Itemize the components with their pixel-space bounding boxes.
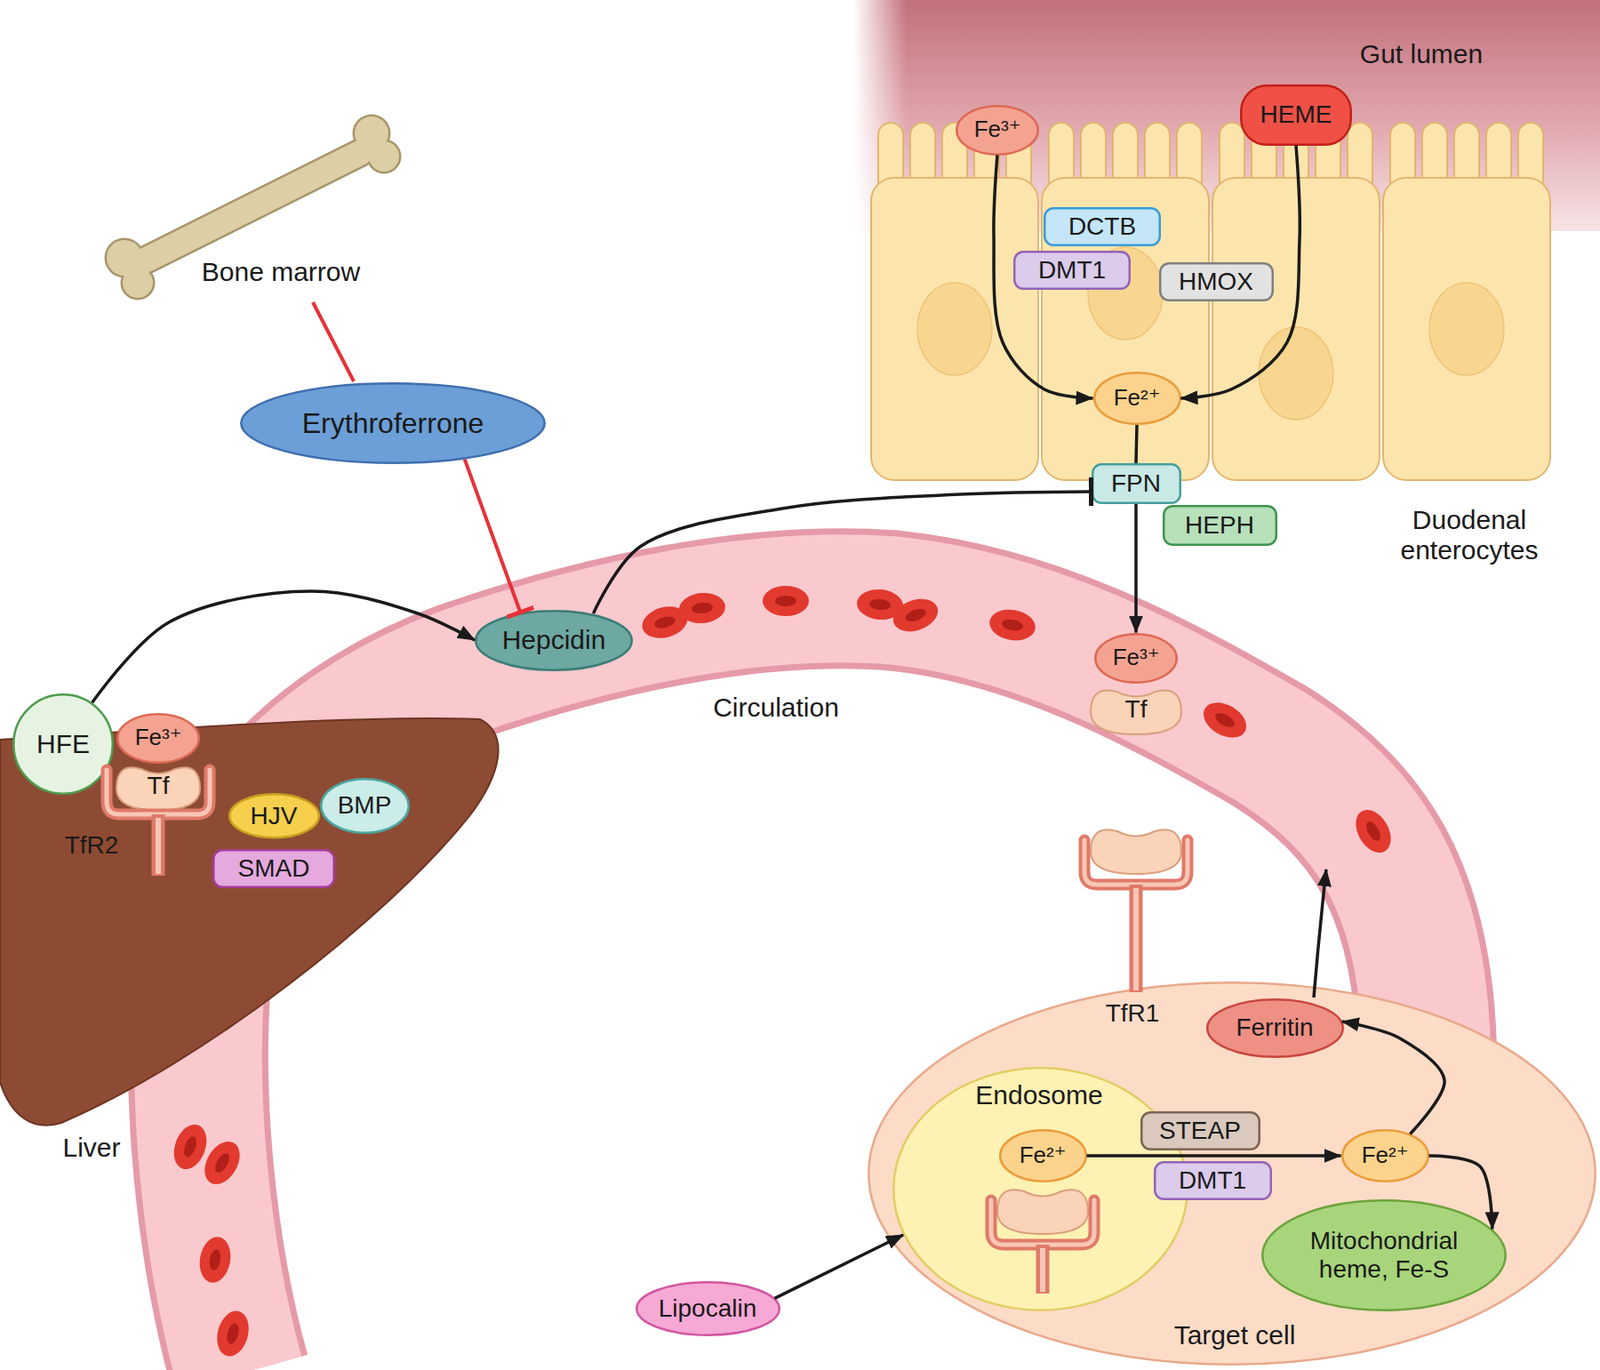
- protein-ellipse: HJV: [228, 792, 320, 839]
- enterocyte: [1041, 122, 1209, 480]
- ferritin-ellipse: Ferritin: [1206, 998, 1344, 1058]
- connector: [1136, 424, 1137, 464]
- node-text: Fe²⁺: [1361, 1142, 1409, 1169]
- connector: [775, 1234, 904, 1298]
- cell-outline: Fe²⁺ EndosomeSTEAP DMT1 FerritinFe²⁺ Mitocho…: [867, 981, 1597, 1366]
- node-text: Ferritin: [1235, 1013, 1313, 1042]
- region-label: TfR1: [1105, 999, 1160, 1028]
- inhibition-line: [312, 302, 354, 382]
- node-text: Hepcidin: [502, 624, 607, 656]
- node-text: HEME: [1260, 100, 1333, 129]
- protein-box: DMT1: [1153, 1160, 1272, 1200]
- node-text: Tf: [147, 771, 170, 800]
- node-text: Fe³⁺: [974, 116, 1022, 144]
- region-label: Duodenal enterocytes: [1371, 504, 1568, 567]
- protein-box: SMAD: [212, 848, 336, 888]
- label-box: Gut lumen: [1360, 39, 1483, 71]
- connector: [464, 459, 521, 613]
- node-text: Fe²⁺: [1019, 1142, 1067, 1169]
- node-text: Lipocalin: [658, 1294, 758, 1323]
- protein-box: FPN: [1091, 463, 1182, 504]
- region-label: TfR2: [64, 831, 120, 860]
- node-text: FPN: [1111, 469, 1161, 498]
- protein-box: HMOX: [1159, 262, 1274, 302]
- node-text: DCTB: [1068, 212, 1136, 241]
- node-text: Erythroferrone: [302, 407, 485, 440]
- transferrin: Tf: [1089, 683, 1183, 736]
- connector: [1134, 504, 1138, 633]
- bone: [104, 114, 402, 301]
- connector: [1342, 1021, 1445, 1134]
- label-box: TfR2: [64, 831, 120, 860]
- connector: [92, 591, 475, 703]
- node-text: HEPH: [1184, 511, 1255, 540]
- iron-ion: Fe²⁺: [1341, 1128, 1430, 1183]
- iron-ion: Fe³⁺: [116, 712, 200, 764]
- protein-box: DCTB: [1043, 207, 1161, 247]
- hormone-ellipse: Erythroferrone: [240, 382, 546, 464]
- receptor: [991, 1189, 1095, 1294]
- heme-molecule: HEME: [1240, 84, 1352, 146]
- node-text: Target cell: [1173, 1320, 1297, 1352]
- node-text: STEAP: [1159, 1116, 1241, 1145]
- node-text: HFE: [36, 728, 90, 760]
- enterocyte: [871, 122, 1039, 480]
- label-box: Bone marrow: [201, 256, 360, 288]
- receptor: [106, 769, 210, 876]
- connector: [1181, 145, 1301, 400]
- node-text: HMOX: [1178, 267, 1254, 296]
- region-label: Circulation: [712, 692, 840, 724]
- receptor: [1084, 829, 1188, 992]
- node-text: DMT1: [1038, 256, 1106, 285]
- node-text: BMP: [337, 791, 392, 820]
- connector: [593, 491, 1092, 614]
- connector: [1429, 1155, 1493, 1229]
- iron-ion: Fe²⁺: [1093, 371, 1182, 425]
- node-text: DMT1: [1178, 1166, 1247, 1195]
- protein-circle: HFE: [12, 693, 114, 795]
- node-text: Fe³⁺: [1112, 644, 1160, 672]
- transferrin: Tf: [115, 760, 201, 811]
- iron-ion: Fe³⁺: [955, 104, 1040, 156]
- iron-ion: Fe³⁺: [1094, 632, 1178, 684]
- lipocalin-ellipse: Lipocalin: [635, 1280, 781, 1336]
- node-text: SMAD: [238, 854, 311, 883]
- label-box: Liver: [62, 1132, 120, 1164]
- protein-ellipse: BMP: [320, 777, 410, 834]
- protein-box: STEAP: [1140, 1111, 1261, 1151]
- iron-ion: Fe²⁺: [999, 1128, 1088, 1183]
- protein-box: HEPH: [1162, 504, 1278, 546]
- label-box: TfR1: [1105, 999, 1160, 1028]
- label-box: Duodenal enterocytes: [1371, 504, 1568, 567]
- node-text: Fe²⁺: [1113, 384, 1161, 412]
- region-label: Gut lumen: [1360, 39, 1483, 71]
- connector: [1087, 1153, 1342, 1158]
- label-box: Circulation: [712, 692, 840, 724]
- region-label: Liver: [62, 1132, 120, 1164]
- node-text: Fe³⁺: [135, 724, 183, 752]
- release-arrow: [1313, 869, 1327, 998]
- protein-box: DMT1: [1013, 250, 1131, 290]
- hormone-ellipse: Hepcidin: [474, 609, 633, 672]
- region-label: Bone marrow: [201, 256, 360, 288]
- node-text: Endosome: [974, 1080, 1104, 1112]
- node-text: Tf: [1125, 695, 1148, 724]
- node-text: HJV: [250, 801, 298, 831]
- connector: [993, 155, 1094, 400]
- enterocyte: [1383, 122, 1551, 480]
- mitochondrion: Mitochondrial heme, Fe-S: [1261, 1199, 1507, 1312]
- node-text: Mitochondrial heme, Fe-S: [1295, 1226, 1473, 1284]
